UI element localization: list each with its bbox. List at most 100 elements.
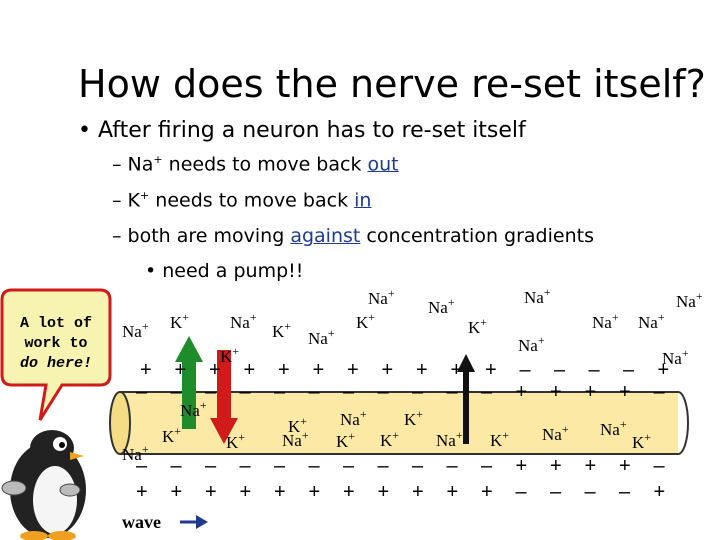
plus-charge: + — [619, 381, 631, 403]
sodium-ion-label: Na+ — [524, 285, 551, 307]
minus-charge: – — [205, 381, 217, 403]
sodium-ion-label: Na+ — [436, 428, 463, 450]
sub-bullet-gradient: – both are moving against concentration … — [112, 225, 594, 247]
minus-charge: – — [412, 381, 424, 403]
minus-charge: – — [654, 381, 666, 403]
against-link: against — [290, 225, 361, 247]
potassium-ion-label: K+ — [336, 429, 355, 451]
plus-charge: + — [347, 359, 359, 381]
minus-charge: – — [136, 381, 148, 403]
minus-charge: – — [481, 381, 493, 403]
sub-bullet-text: both are moving — [127, 225, 291, 247]
plus-charge: + — [658, 359, 670, 381]
potassium-ion-label: K+ — [220, 344, 239, 366]
sub-bullet-text: concentration gradients — [360, 225, 594, 247]
minus-charge: – — [550, 481, 562, 503]
sub-bullet-k: – K+ needs to move back in — [112, 189, 371, 211]
plus-charge: + — [481, 481, 493, 503]
dash: – — [112, 153, 122, 176]
plus-charge: + — [343, 481, 355, 503]
wave-arrow-icon — [180, 515, 208, 529]
minus-charge: – — [554, 359, 566, 381]
main-bullet: • After firing a neuron has to re-set it… — [78, 118, 526, 143]
callout-bubble: A lot of work to do here! — [0, 288, 112, 421]
plus-charge: + — [516, 381, 528, 403]
minus-charge: – — [343, 455, 355, 477]
sodium-ion-label: Na+ — [368, 286, 395, 308]
minus-charge: – — [309, 455, 321, 477]
bullet-dot: • — [78, 118, 91, 143]
main-bullet-text: After firing a neuron has to re-set itse… — [97, 118, 526, 143]
callout-line-2: work to — [24, 335, 87, 352]
minus-charge: – — [447, 381, 459, 403]
bullet-dot: • — [145, 260, 157, 282]
minus-charge: – — [520, 359, 532, 381]
sub-bullet-na: – Na+ needs to move back out — [112, 153, 399, 175]
plus-charge: + — [485, 359, 497, 381]
ion-labels: Na+K+Na+K+Na+Na+K+Na+K+Na+Na+Na+Na+Na+K+… — [122, 285, 703, 464]
plus-charge: + — [136, 481, 148, 503]
potassium-ion-label: K+ — [404, 407, 423, 429]
minus-charge: – — [240, 381, 252, 403]
potassium-ion-label: K+ — [288, 414, 307, 436]
dash: – — [112, 225, 122, 247]
minus-charge: – — [589, 359, 601, 381]
potassium-ion-label: K+ — [490, 428, 509, 450]
minus-charge: – — [654, 455, 666, 477]
potassium-ion-label: K+ — [380, 428, 399, 450]
minus-charge: – — [343, 381, 355, 403]
minus-charge: – — [274, 455, 286, 477]
plus-charge: + — [313, 359, 325, 381]
callout-line-3: do here! — [20, 355, 92, 372]
wave-label: wave — [122, 512, 161, 532]
plus-charge: + — [619, 455, 631, 477]
potassium-ion-label: K+ — [272, 319, 291, 341]
plus-charge: + — [378, 481, 390, 503]
sodium-ion-label: Na+ — [518, 333, 545, 355]
plus-charge: + — [309, 481, 321, 503]
minus-charge: – — [378, 381, 390, 403]
plus-charge: + — [412, 481, 424, 503]
plus-charge: + — [416, 359, 428, 381]
sub-bullet-text: needs to move back — [149, 189, 355, 212]
potassium-ion-label: K+ — [162, 424, 181, 446]
minus-charge: – — [274, 381, 286, 403]
sodium-ion-label: Na+ — [282, 428, 309, 450]
sodium-ion-label: Na+ — [122, 319, 149, 341]
minus-charge: – — [171, 381, 183, 403]
sodium-ion-label: Na+ — [600, 417, 627, 439]
plus-charge: + — [240, 481, 252, 503]
plus-charge: + — [274, 481, 286, 503]
plus-charge: + — [171, 481, 183, 503]
plus-charge: + — [205, 481, 217, 503]
potassium-ion-label: K+ — [170, 310, 189, 332]
minus-charge: – — [619, 481, 631, 503]
minus-charge: – — [378, 455, 390, 477]
minus-charge: – — [516, 481, 528, 503]
sodium-ion-label: Na+ — [592, 310, 619, 332]
dash: – — [112, 189, 122, 212]
na-label: Na — [127, 153, 154, 176]
out-link: out — [367, 153, 399, 176]
plus-charge: + — [175, 359, 187, 381]
sodium-ion-label: Na+ — [676, 289, 703, 311]
minus-charge: – — [171, 455, 183, 477]
minus-charge: – — [412, 455, 424, 477]
sodium-ion-label: Na+ — [428, 295, 455, 317]
sodium-ion-label: Na+ — [230, 310, 257, 332]
plus-charge: + — [244, 359, 256, 381]
sodium-ion-label: Na+ — [180, 398, 207, 420]
superscript: + — [140, 189, 150, 202]
minus-charge: – — [205, 455, 217, 477]
slide-title: How does the nerve re-set itself? — [78, 62, 706, 106]
potassium-ion-label: K+ — [226, 430, 245, 452]
sodium-pump-arrow — [175, 336, 203, 429]
plus-charge: + — [447, 481, 459, 503]
charge-signs: +++++++++++––––+–––––––––––++++–––––––––… — [136, 359, 669, 503]
plus-charge: + — [550, 455, 562, 477]
minus-charge: – — [585, 481, 597, 503]
minus-charge: – — [623, 359, 635, 381]
potassium-ion-label: K+ — [632, 430, 651, 452]
in-link: in — [354, 189, 372, 212]
